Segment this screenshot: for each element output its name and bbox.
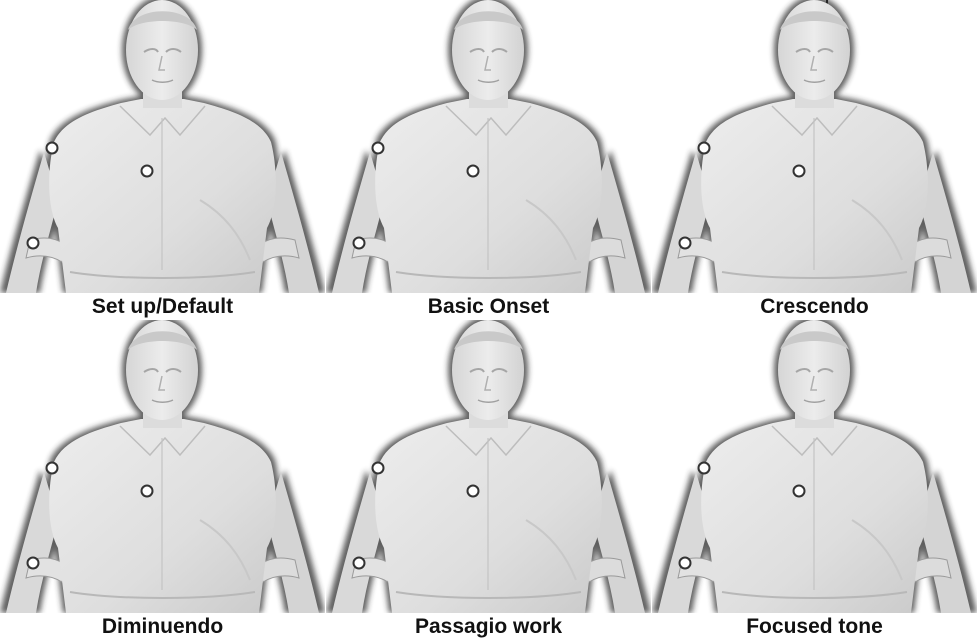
figure-panel: Basic Onset	[326, 0, 651, 320]
human-figure-illustration	[326, 320, 651, 613]
figure-panel: Passagio work	[326, 320, 651, 640]
figure-panel: Set up/Default	[0, 0, 325, 320]
marker-shoulder	[47, 143, 58, 154]
panel-caption: Set up/Default	[0, 293, 325, 321]
marker-elbow	[354, 558, 365, 569]
marker-elbow	[354, 238, 365, 249]
figure-panel: Crescendo	[652, 0, 977, 320]
human-figure-image	[0, 0, 325, 293]
marker-chest	[794, 486, 805, 497]
marker-elbow	[28, 238, 39, 249]
marker-shoulder	[47, 463, 58, 474]
marker-shoulder	[699, 143, 710, 154]
marker-chest	[794, 166, 805, 177]
panel-caption: Passagio work	[326, 613, 651, 641]
human-figure-illustration	[652, 320, 977, 613]
human-figure-image	[0, 320, 325, 613]
human-figure-image	[652, 0, 977, 293]
human-figure-image	[326, 320, 651, 613]
figure-panel: Focused tone	[652, 320, 977, 640]
marker-elbow	[680, 558, 691, 569]
human-figure-illustration	[0, 320, 325, 613]
panel-caption: Basic Onset	[326, 293, 651, 321]
human-figure-illustration	[0, 0, 325, 293]
panel-caption: Diminuendo	[0, 613, 325, 641]
marker-shoulder	[373, 463, 384, 474]
marker-chest	[142, 486, 153, 497]
panel-caption: Focused tone	[652, 613, 977, 641]
human-figure-image	[652, 320, 977, 613]
figure-panel: Diminuendo	[0, 320, 325, 640]
marker-elbow	[28, 558, 39, 569]
marker-elbow	[680, 238, 691, 249]
marker-chest	[468, 166, 479, 177]
marker-shoulder	[373, 143, 384, 154]
marker-shoulder	[699, 463, 710, 474]
marker-chest	[142, 166, 153, 177]
marker-chest	[468, 486, 479, 497]
human-figure-illustration	[652, 0, 977, 293]
human-figure-illustration	[326, 0, 651, 293]
human-figure-image	[326, 0, 651, 293]
panel-caption: Crescendo	[652, 293, 977, 321]
